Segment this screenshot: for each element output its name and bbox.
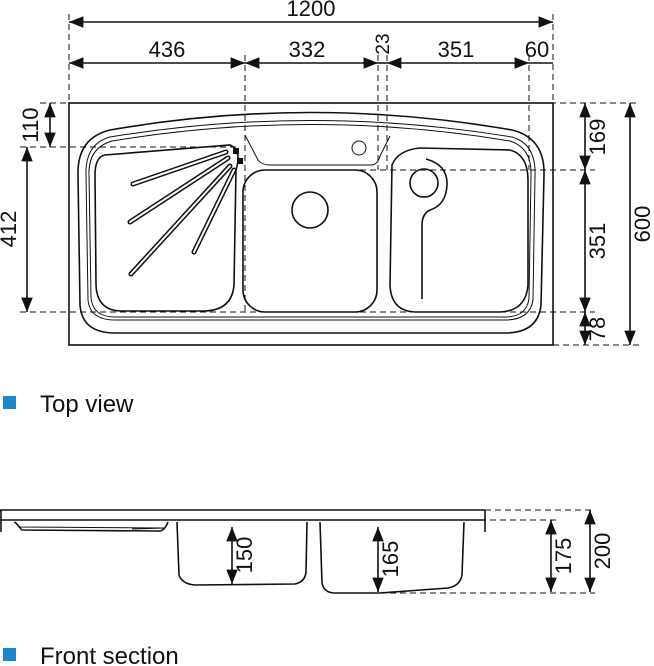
secondary-drain-icon: [409, 168, 439, 198]
dim-overall-depth: 600: [630, 206, 654, 243]
countertop-outline: [68, 102, 554, 346]
sink-inner-rim: [85, 120, 536, 321]
sink-rim: [77, 111, 545, 334]
front-section: [0, 509, 595, 594]
overflow-channel: [421, 158, 448, 299]
top-dimensions: 1200 436 332 23 351 60 110 412 169 351 7…: [0, 0, 654, 345]
dim-right-bowl-depth: 165: [378, 541, 403, 578]
dim-top-margin: 110: [18, 107, 43, 142]
dim-left-depth: 412: [0, 211, 21, 248]
tap-ledge: [244, 134, 391, 166]
dim-bottom-margin: 78: [585, 317, 610, 341]
dim-right-bowl: 351: [438, 37, 475, 62]
tap-hole: [351, 140, 367, 156]
dim-right-margin: 60: [525, 37, 549, 62]
main-drain-icon: [291, 191, 329, 229]
dim-middle-bowl: 332: [289, 37, 326, 62]
dim-right-top: 169: [585, 119, 610, 156]
dim-left-bowl-depth: 150: [232, 537, 257, 574]
secondary-bowl: [389, 147, 529, 313]
dim-gap: 23: [373, 33, 394, 54]
main-bowl: [242, 169, 378, 313]
front-left-bowl: [176, 521, 308, 586]
dim-right-bowl-depth: 351: [585, 223, 610, 260]
legend-marker-front: [3, 648, 16, 661]
dim-bowl-depth: 175: [551, 538, 576, 575]
dim-overall-width: 1200: [287, 0, 336, 21]
legend-marker-top: [3, 396, 16, 409]
front-section-label: Front section: [40, 643, 179, 666]
top-view: [20, 14, 640, 346]
top-view-label: Top view: [40, 391, 134, 418]
front-dimensions: 150 165 175 200: [226, 510, 615, 592]
dim-overall-height: 200: [590, 533, 615, 570]
dim-left-section: 436: [149, 37, 186, 62]
